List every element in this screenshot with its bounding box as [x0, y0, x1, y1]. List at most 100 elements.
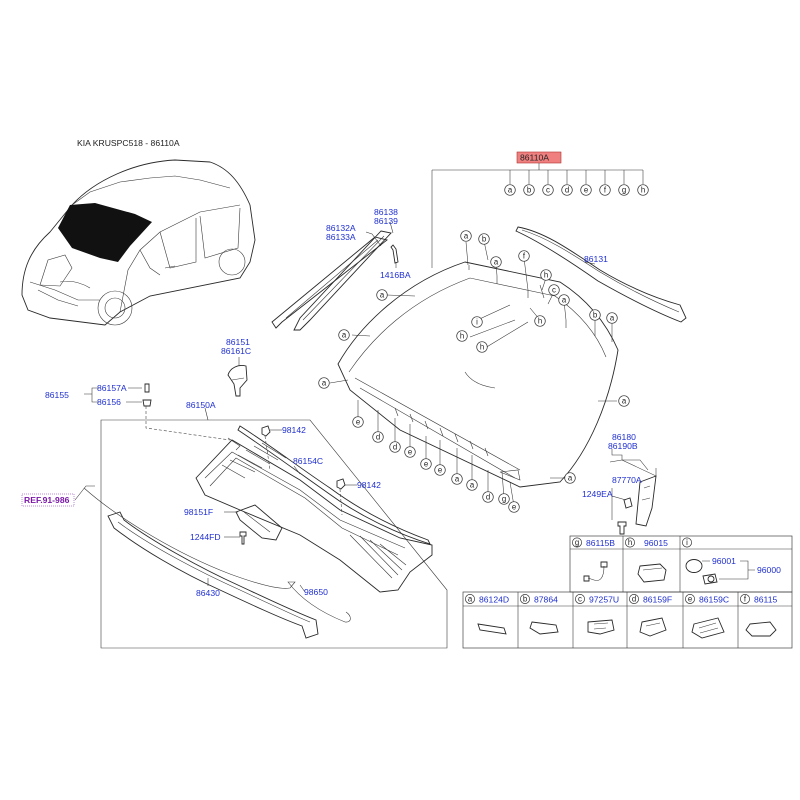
part-86157A-label: 86157A: [97, 383, 127, 393]
windshield-callout-letter-e: e: [408, 448, 412, 457]
windshield-callout-circle-a: [451, 473, 463, 485]
mirror-trim-group: [609, 449, 657, 535]
windshield-callout-letter-a: a: [610, 314, 615, 323]
windshield-callout-letter-a: a: [470, 481, 475, 490]
windshield-callout-circle-e: [352, 416, 364, 428]
part-86180-label: 86180: [612, 432, 636, 442]
part-86150A-label: 86150A: [186, 400, 216, 410]
windshield-callout-circle-d: [482, 491, 494, 503]
legend-d-circle: [629, 594, 639, 604]
legend-a-letter: a: [468, 595, 473, 604]
main-part-letter-a: a: [508, 186, 513, 195]
legend-i-sub2: 96000: [757, 565, 781, 575]
windshield-callout-circle-b: [478, 233, 490, 245]
part-87770A-label: 87770A: [612, 475, 642, 485]
molding-86131: [515, 226, 687, 323]
windshield-callout-circle-e: [404, 446, 416, 458]
part-86190B-label: 86190B: [608, 441, 638, 451]
windshield-callout-letter-a: a: [464, 232, 469, 241]
legend-b-letter: b: [523, 595, 528, 604]
windshield-callout-circle-e: [420, 458, 432, 470]
windshield-callout-letter-e: e: [512, 503, 516, 512]
part-86133A-label: 86133A: [326, 232, 356, 242]
part-86151-label: 86151: [226, 337, 250, 347]
clip-98142-a: [261, 425, 282, 471]
windshield-callout-leaders: [329, 240, 617, 507]
weatherstrip-86430: [107, 511, 319, 639]
windshield-callout-letter-a: a: [455, 475, 460, 484]
legend-b-circle: [520, 594, 530, 604]
part-86131-label: 86131: [584, 254, 608, 264]
windshield-callout-letter-a: a: [342, 331, 347, 340]
main-part-letter-circle-a: [504, 184, 516, 196]
legend-i-letter: i: [686, 538, 688, 547]
main-part-letter-c: c: [546, 186, 550, 195]
windshield-callout-circle-i: [471, 316, 483, 328]
legend-d-number: 86159F: [643, 595, 672, 605]
legend-h-number: 96015: [644, 538, 668, 548]
bracket-98151F: [224, 504, 283, 541]
main-part-letter-f: f: [604, 186, 607, 195]
part-86139-label: 86139: [374, 216, 398, 226]
part-98151F-label: 98151F: [184, 507, 213, 517]
cowl-top-cover: [195, 437, 433, 593]
part-86430-label: 86430: [196, 588, 220, 598]
windshield-callout-letter-a: a: [562, 296, 567, 305]
windshield-callout-circle-a: [606, 312, 618, 324]
windshield-callout-letter-e: e: [424, 460, 428, 469]
windshield-callout-letter-a: a: [622, 397, 627, 406]
main-part-number: 86110A: [520, 153, 549, 163]
legend-a-circle: [465, 594, 475, 604]
windshield-callout-circle-e: [434, 464, 446, 476]
legend-i-sub1: 96001: [712, 556, 736, 566]
part-98142-b-label: 98142: [357, 480, 381, 490]
windshield-callout-letter-a: a: [568, 474, 573, 483]
windshield-callout-circle-a: [558, 294, 570, 306]
legend-f-circle: [740, 594, 750, 604]
part-1244FD-label: 1244FD: [190, 532, 221, 542]
windshield-callout-letter-g: g: [502, 495, 506, 504]
windshield-callout-letter-b: b: [482, 235, 487, 244]
legend-d-letter: d: [632, 595, 636, 604]
part-1416BA-label: 1416BA: [380, 270, 411, 280]
windshield-callout-letter-a: a: [322, 379, 327, 388]
windshield-callout-letter-f: f: [523, 252, 526, 261]
clip-98142-b: [336, 478, 357, 516]
part-86132A-label: 86132A: [326, 223, 356, 233]
main-part-letter-e: e: [584, 186, 588, 195]
windshield-callout-circle-h: [476, 341, 488, 353]
main-part-letter-circle-b: [523, 184, 535, 196]
windshield-highlight: [58, 203, 152, 262]
clip-1416BA: [390, 244, 399, 268]
reference-label[interactable]: REF.91-986: [24, 495, 70, 505]
windshield-callout-letter-h: h: [480, 343, 484, 352]
windshield-callout-circle-h: [540, 269, 552, 281]
windshield-callout-circle-c: [548, 284, 560, 296]
legend-bottom-icons: [477, 617, 777, 639]
main-part-letter-b: b: [527, 186, 532, 195]
main-part-letter-circle-f: [599, 184, 611, 196]
windshield-callout-letter-b: b: [593, 311, 598, 320]
windshield-callout-circle-h: [456, 330, 468, 342]
part-1249EA-label: 1249EA: [582, 489, 613, 499]
windshield-callout-letter-h: h: [544, 271, 548, 280]
windshield-callout-letter-a: a: [380, 291, 385, 300]
main-part-letter-h: h: [641, 186, 645, 195]
diagram-title: KIA KRUSPC518 - 86110A: [77, 138, 180, 148]
main-part-letter-circle-e: [580, 184, 592, 196]
windshield-callout-circle-a: [460, 230, 472, 242]
main-part-letter-g: g: [622, 186, 626, 195]
windshield-callout-circle-h: [534, 315, 546, 327]
legend-e-letter: e: [688, 595, 692, 604]
windshield-callout-letter-d: d: [376, 433, 380, 442]
legend-g-letter: g: [575, 538, 579, 547]
windshield-callout-letter-a: a: [494, 258, 499, 267]
legend-top-table: g 86115B h 96015 i: [569, 535, 793, 593]
main-part-letter-circle-c: [542, 184, 554, 196]
car-illustration: [21, 159, 256, 326]
windshield-callout-circle-a: [466, 479, 478, 491]
legend-f-letter: f: [744, 595, 747, 604]
legend-c-letter: c: [578, 595, 582, 604]
